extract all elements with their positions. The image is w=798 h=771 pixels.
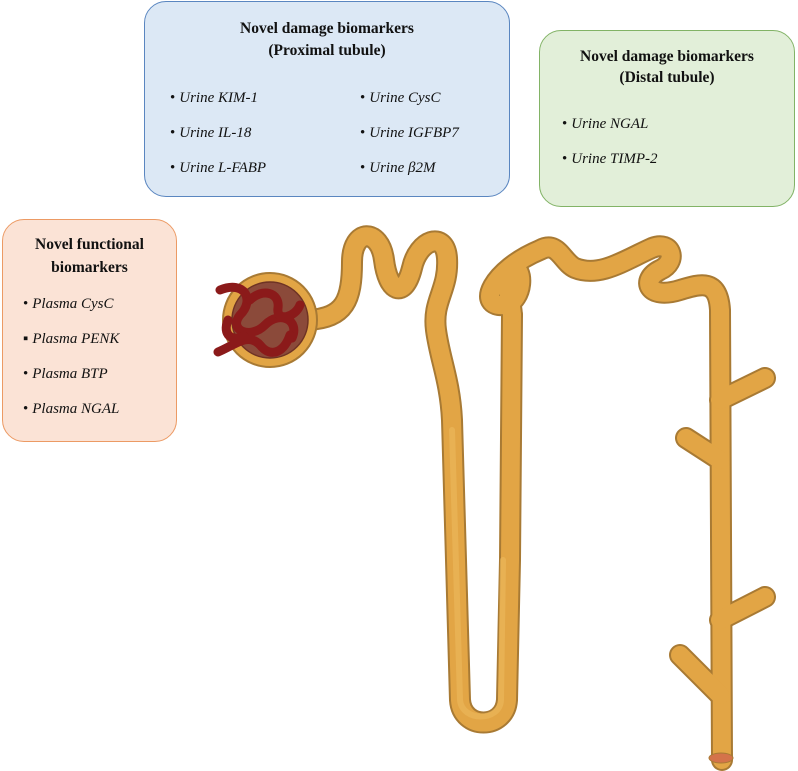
proximal-title-line1: Novel damage biomarkers [240, 20, 414, 37]
glomerulus-group [213, 272, 318, 368]
proximal-item: •Urine β2M [360, 160, 436, 176]
proximal-item: •Urine IGFBP7 [360, 125, 459, 141]
collecting-duct-end [708, 752, 734, 764]
functional-title-line1: Novel functional [35, 236, 144, 253]
distal-biomarkers-box: Novel damage biomarkers (Distal tubule) … [539, 30, 795, 207]
proximal-item: •Urine KIM-1 [170, 90, 259, 106]
distal-item: •Urine NGAL [562, 116, 649, 132]
distal-convoluted-tubule-outline [479, 235, 733, 771]
proximal-convoluted-tubule [299, 227, 521, 732]
distal-convoluted-tubule [481, 237, 731, 769]
functional-item: •Plasma BTP [23, 366, 108, 382]
distal-title-line2: (Distal tubule) [619, 69, 715, 86]
proximal-biomarkers-box: Novel damage biomarkers (Proximal tubule… [144, 1, 510, 197]
functional-biomarkers-box: Novel functional biomarkers •Plasma CysC… [2, 219, 177, 442]
distal-title-line1: Novel damage biomarkers [580, 48, 754, 65]
loop-of-henle-lumen [449, 427, 506, 720]
functional-title-line2: biomarkers [51, 259, 128, 276]
proximal-item: •Urine IL-18 [170, 125, 252, 141]
proximal-title-line2: (Proximal tubule) [268, 42, 386, 59]
functional-item: •Plasma CysC [23, 296, 114, 312]
tubule [297, 225, 776, 771]
functional-item: ▪Plasma PENK [23, 331, 120, 347]
proximal-item: •Urine CysC [360, 90, 441, 106]
glomerulus [213, 282, 305, 357]
proximal-item: •Urine L-FABP [170, 160, 267, 176]
collecting-duct-branches [671, 369, 774, 704]
functional-item: •Plasma NGAL [23, 401, 120, 417]
distal-item: •Urine TIMP-2 [562, 151, 658, 167]
